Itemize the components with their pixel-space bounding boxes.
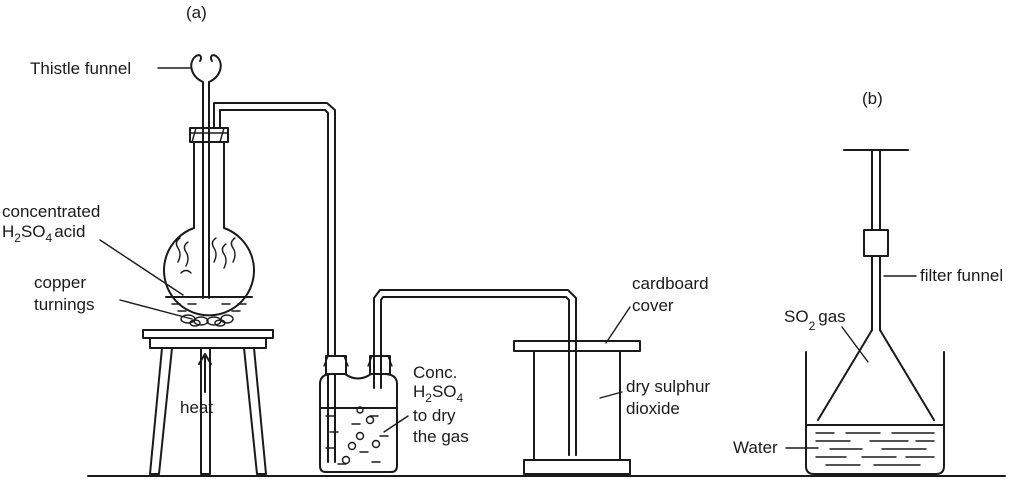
tripod-top [149,337,267,349]
label-so2-so: SO [784,307,809,326]
label-conc-sub-4: 4 [457,391,464,405]
label-dry-sulphur: dry sulphur [626,377,710,396]
label-h2so4-h: H [2,222,14,241]
label-h2so4-acid-word: acid [54,222,85,241]
wire-gauze [142,329,274,339]
label-to-dry: to dry [413,406,456,425]
tripod-leg-left [149,347,173,475]
label-conc: Conc. [413,363,457,382]
label-conc-so: SO [432,382,457,401]
heat-arrow [198,353,212,393]
label-h2so4-sub-2: 2 [14,231,21,245]
label-h2so4-sub-4: 4 [46,231,53,245]
rubber-connector [863,229,889,257]
gas-bubbles [341,406,381,465]
label-thistle-funnel: Thistle funnel [30,59,131,78]
label-concentrated: concentrated [2,202,100,221]
tripod-stand [142,329,274,475]
label-leaders-b [785,275,917,449]
label-so2-gas-word: gas [818,307,845,326]
label-dioxide: dioxide [626,399,680,418]
label-turnings: turnings [34,295,94,314]
panel-label-a: (a) [186,3,207,22]
label-conc-sub-2: 2 [425,391,432,405]
wash-bottle [319,355,398,473]
label-the-gas: the gas [413,427,469,446]
label-conc-h2so4: H2SO4 [413,382,464,405]
inverted-filter-funnel [817,149,935,421]
label-conc-h: H [413,382,425,401]
label-leaders-a [99,67,631,433]
label-water: Water [733,438,778,457]
gas-jar-base [523,459,631,475]
label-cardboard: cardboard [632,274,709,293]
tripod-leg-right [243,347,267,475]
label-so2-sub-2: 2 [809,319,816,333]
effervescence-marks [175,237,236,274]
label-heat: heat [180,398,213,417]
label-copper: copper [34,273,86,292]
label-cover: cover [632,296,674,315]
gas-jar [513,340,641,475]
label-filter-funnel: filter funnel [920,266,1003,285]
delivery-tube-1 [213,102,336,375]
tripod-leg-middle [200,347,211,475]
copper-turnings [180,314,234,327]
thistle-funnel [190,54,222,299]
delivery-tube-2 [373,289,577,456]
panel-label-b: (b) [862,89,883,108]
beaker [805,351,945,475]
label-h2so4-so: SO [21,222,46,241]
